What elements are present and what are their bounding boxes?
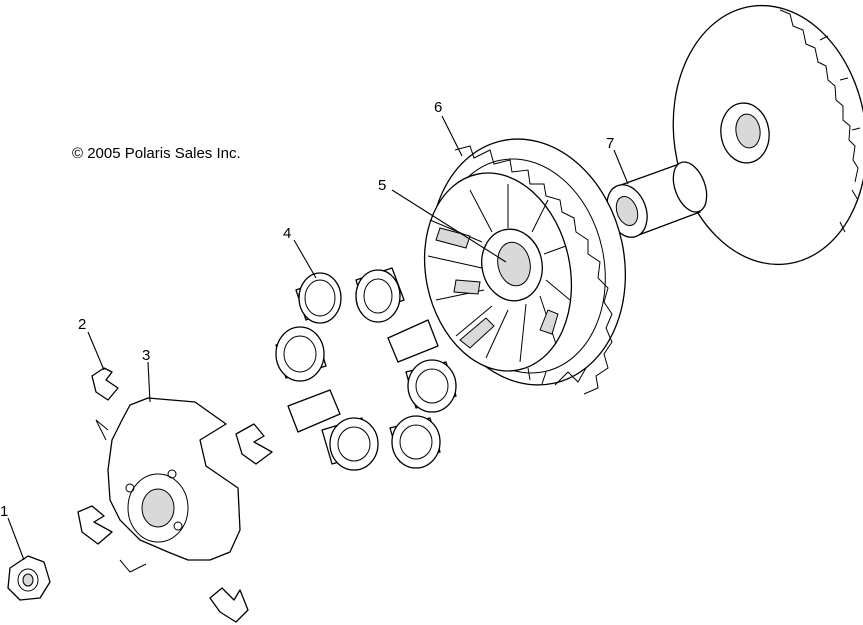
moveable-sheave-icon bbox=[423, 172, 573, 372]
callout-2: 2 bbox=[78, 316, 86, 333]
bushing-icon bbox=[606, 161, 708, 238]
roller-icon bbox=[275, 267, 457, 471]
fixed-sheave-icon bbox=[672, 4, 863, 266]
callout-3: 3 bbox=[142, 347, 150, 364]
nut-icon bbox=[7, 555, 51, 601]
shoe-icon bbox=[77, 367, 273, 623]
spider-icon bbox=[95, 397, 241, 573]
copyright-text: © 2005 Polaris Sales Inc. bbox=[72, 145, 241, 162]
callout-5: 5 bbox=[378, 177, 386, 194]
callout-6: 6 bbox=[434, 99, 442, 116]
callout-4: 4 bbox=[283, 225, 291, 242]
callout-7: 7 bbox=[606, 135, 614, 152]
callout-1: 1 bbox=[0, 503, 8, 520]
leader-lines bbox=[7, 115, 629, 561]
